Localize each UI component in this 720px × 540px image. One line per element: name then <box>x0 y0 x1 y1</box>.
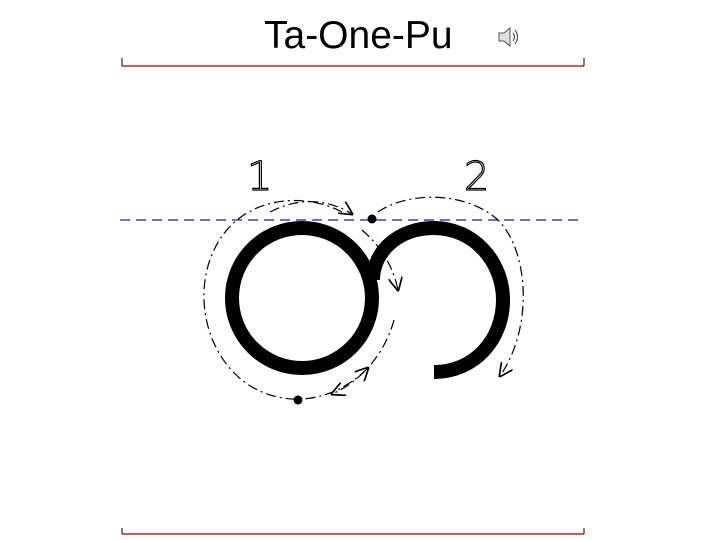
speaker-icon[interactable] <box>496 24 522 50</box>
page-title: Ta-One-Pu <box>264 14 453 57</box>
bottom-guide-line <box>121 528 585 535</box>
stroke-1-guide-arrow <box>203 200 398 400</box>
stroke-2-guide-arrow <box>377 196 524 376</box>
stroke-label-1: 1 <box>247 154 272 200</box>
letter-stroke-2 <box>366 220 511 379</box>
stroke-1-start-dot <box>367 214 377 224</box>
letter-stroke-1 <box>225 221 379 375</box>
stroke-2-start-dot <box>293 395 303 405</box>
stroke-label-2: 2 <box>464 154 489 200</box>
top-guide-line <box>121 58 585 67</box>
